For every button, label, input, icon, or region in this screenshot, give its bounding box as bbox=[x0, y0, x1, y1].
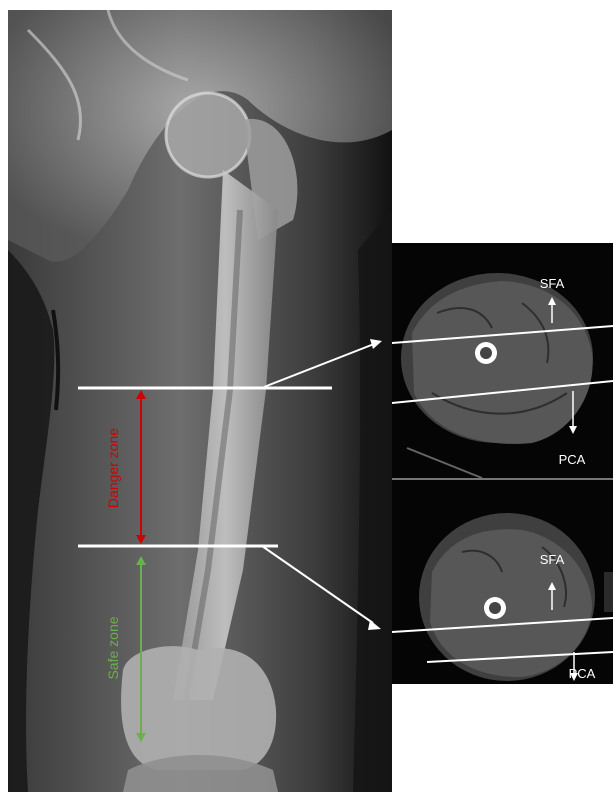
thigh-radiograph-image: Danger zone Safe zone bbox=[8, 10, 392, 792]
ct-lower-image: SFA PCA bbox=[392, 492, 613, 684]
ct-lower-sfa-label: SFA bbox=[540, 552, 565, 567]
ct-lower-pca-label: PCA bbox=[569, 666, 596, 681]
ct-upper-pca-label: PCA bbox=[559, 452, 586, 467]
thigh-radiograph: Danger zone Safe zone bbox=[8, 10, 392, 792]
safe-zone-label: Safe zone bbox=[105, 616, 121, 679]
ct-cross-section-lower: SFA PCA bbox=[392, 492, 613, 684]
ct-cross-section-upper: SFA PCA bbox=[392, 243, 613, 480]
danger-zone-label: Danger zone bbox=[105, 428, 121, 508]
ct-upper-sfa-label: SFA bbox=[540, 276, 565, 291]
ct-upper-image: SFA PCA bbox=[392, 243, 613, 480]
ct-panel-divider bbox=[392, 480, 613, 492]
